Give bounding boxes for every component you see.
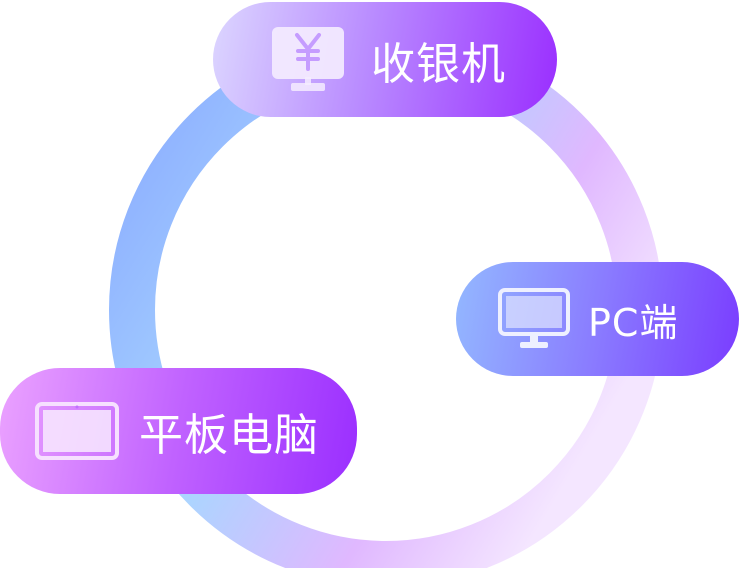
pc-label: PC端: [588, 300, 679, 345]
cash-register-yen-icon: [272, 26, 344, 91]
tablet-label: 平板电脑: [139, 410, 319, 461]
tablet-pill[interactable]: 平板电脑: [0, 368, 357, 494]
monitor-icon: [498, 288, 570, 348]
pc-pill[interactable]: PC端: [456, 262, 739, 376]
cashier-label: 收银机: [371, 38, 506, 90]
cashier-pill[interactable]: 收银机: [213, 2, 557, 117]
tablet-icon: [35, 402, 119, 460]
